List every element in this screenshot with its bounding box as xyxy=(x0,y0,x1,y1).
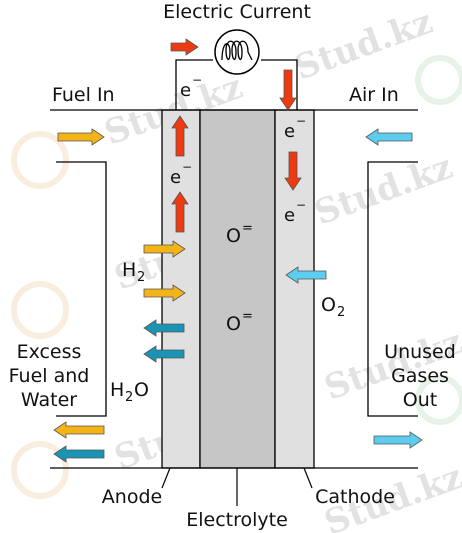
excess-line-3: Water xyxy=(21,389,77,411)
water-out-arrow xyxy=(53,445,105,463)
h2-label: H 2 xyxy=(122,259,145,285)
channel-outlines xyxy=(50,109,418,469)
h2o-h-symbol: H xyxy=(110,379,124,401)
electron-symbol: e xyxy=(284,121,295,142)
h2-symbol: H xyxy=(122,259,136,281)
excess-fuel-water-label: Excess Fuel and Water xyxy=(9,341,90,411)
water-arrow-left xyxy=(143,345,185,363)
electron-label-anode-top: e − xyxy=(180,73,202,101)
h2-subscript: 2 xyxy=(137,270,145,285)
o2-subscript: 2 xyxy=(337,305,345,320)
electron-arrow-up xyxy=(171,115,189,157)
oxide-symbol: O xyxy=(226,313,241,335)
unused-line-2: Gases xyxy=(391,365,449,387)
flow-arrows xyxy=(53,38,423,463)
electron-charge: − xyxy=(182,160,192,174)
fuel-in-arrow xyxy=(57,128,105,146)
air-in-arrow xyxy=(365,128,413,146)
h2o-label: H 2 O xyxy=(110,379,149,405)
current-meter-icon xyxy=(214,29,260,75)
label-leader-lines xyxy=(161,467,313,506)
electron-label-cathode-mid: e − xyxy=(284,198,306,226)
unused-line-1: Unused xyxy=(384,341,456,363)
watermark-text: Stud.kz xyxy=(309,147,457,234)
electron-symbol: e xyxy=(170,167,181,188)
water-arrow-left xyxy=(143,319,185,337)
oxide-charge: = xyxy=(242,309,253,324)
anode-label: Anode xyxy=(102,486,162,508)
electron-charge: − xyxy=(192,73,202,87)
unused-gas-out-arrow xyxy=(373,431,423,449)
watermark-logo-icon xyxy=(11,55,462,499)
electron-arrow-up xyxy=(171,191,189,233)
excess-line-1: Excess xyxy=(17,341,82,363)
unused-gases-label: Unused Gases Out xyxy=(384,341,456,411)
h2o-subscript: 2 xyxy=(125,390,133,405)
electron-symbol: e xyxy=(180,80,191,101)
air-in-label: Air In xyxy=(349,84,399,106)
excess-fuel-out-arrow xyxy=(53,421,105,439)
excess-line-2: Fuel and xyxy=(9,365,90,387)
oxide-charge: = xyxy=(242,221,253,236)
fuel-in-label: Fuel In xyxy=(52,84,115,106)
oxide-ion-label-lower: O = xyxy=(226,309,253,335)
electron-arrow-down xyxy=(284,151,302,191)
electric-current-label: Electric Current xyxy=(163,1,311,23)
external-circuit-wire xyxy=(175,59,298,110)
electron-arrow-right xyxy=(170,38,199,56)
electron-arrow-down xyxy=(279,69,297,111)
electron-label-anode-mid: e − xyxy=(170,160,192,188)
oxide-ion-label-upper: O = xyxy=(226,221,253,247)
h2o-o-symbol: O xyxy=(134,379,149,401)
h2-arrow xyxy=(143,240,186,258)
o2-symbol: O xyxy=(321,294,336,316)
electron-charge: − xyxy=(296,198,306,212)
o2-arrow xyxy=(285,266,327,284)
oxide-symbol: O xyxy=(226,225,241,247)
h2-arrow xyxy=(143,284,186,302)
o2-label: O 2 xyxy=(321,294,345,320)
electron-label-cathode-top: e − xyxy=(284,114,306,142)
unused-line-3: Out xyxy=(403,389,437,411)
electron-charge: − xyxy=(296,114,306,128)
electrolyte-label: Electrolyte xyxy=(186,509,288,531)
electrolyte-layer xyxy=(199,109,276,469)
electron-symbol: e xyxy=(284,205,295,226)
cathode-label: Cathode xyxy=(315,486,395,508)
